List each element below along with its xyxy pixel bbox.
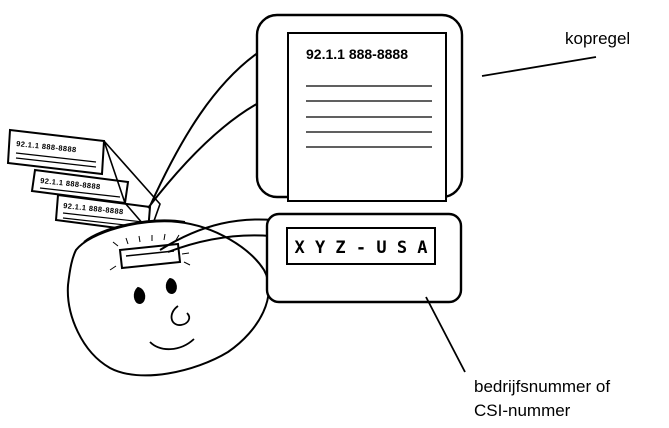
header-text: 92.1.1 888-8888	[306, 46, 408, 62]
company-id-box: X Y Z - U S A	[267, 214, 461, 302]
fax-machine	[68, 220, 269, 375]
header-callout-box: 92.1.1 888-8888	[257, 15, 462, 201]
company-id-text: X Y Z - U S A	[294, 238, 427, 258]
id-label-line1: bedrijfsnummer of	[474, 377, 610, 396]
right-eye	[167, 279, 176, 293]
header-callout-pointer	[148, 48, 265, 208]
left-eye	[135, 288, 144, 303]
header-label-leader	[482, 57, 596, 76]
id-label-leader	[426, 297, 465, 372]
id-label-line2: CSI-nummer	[474, 401, 571, 420]
header-label: kopregel	[565, 29, 630, 48]
